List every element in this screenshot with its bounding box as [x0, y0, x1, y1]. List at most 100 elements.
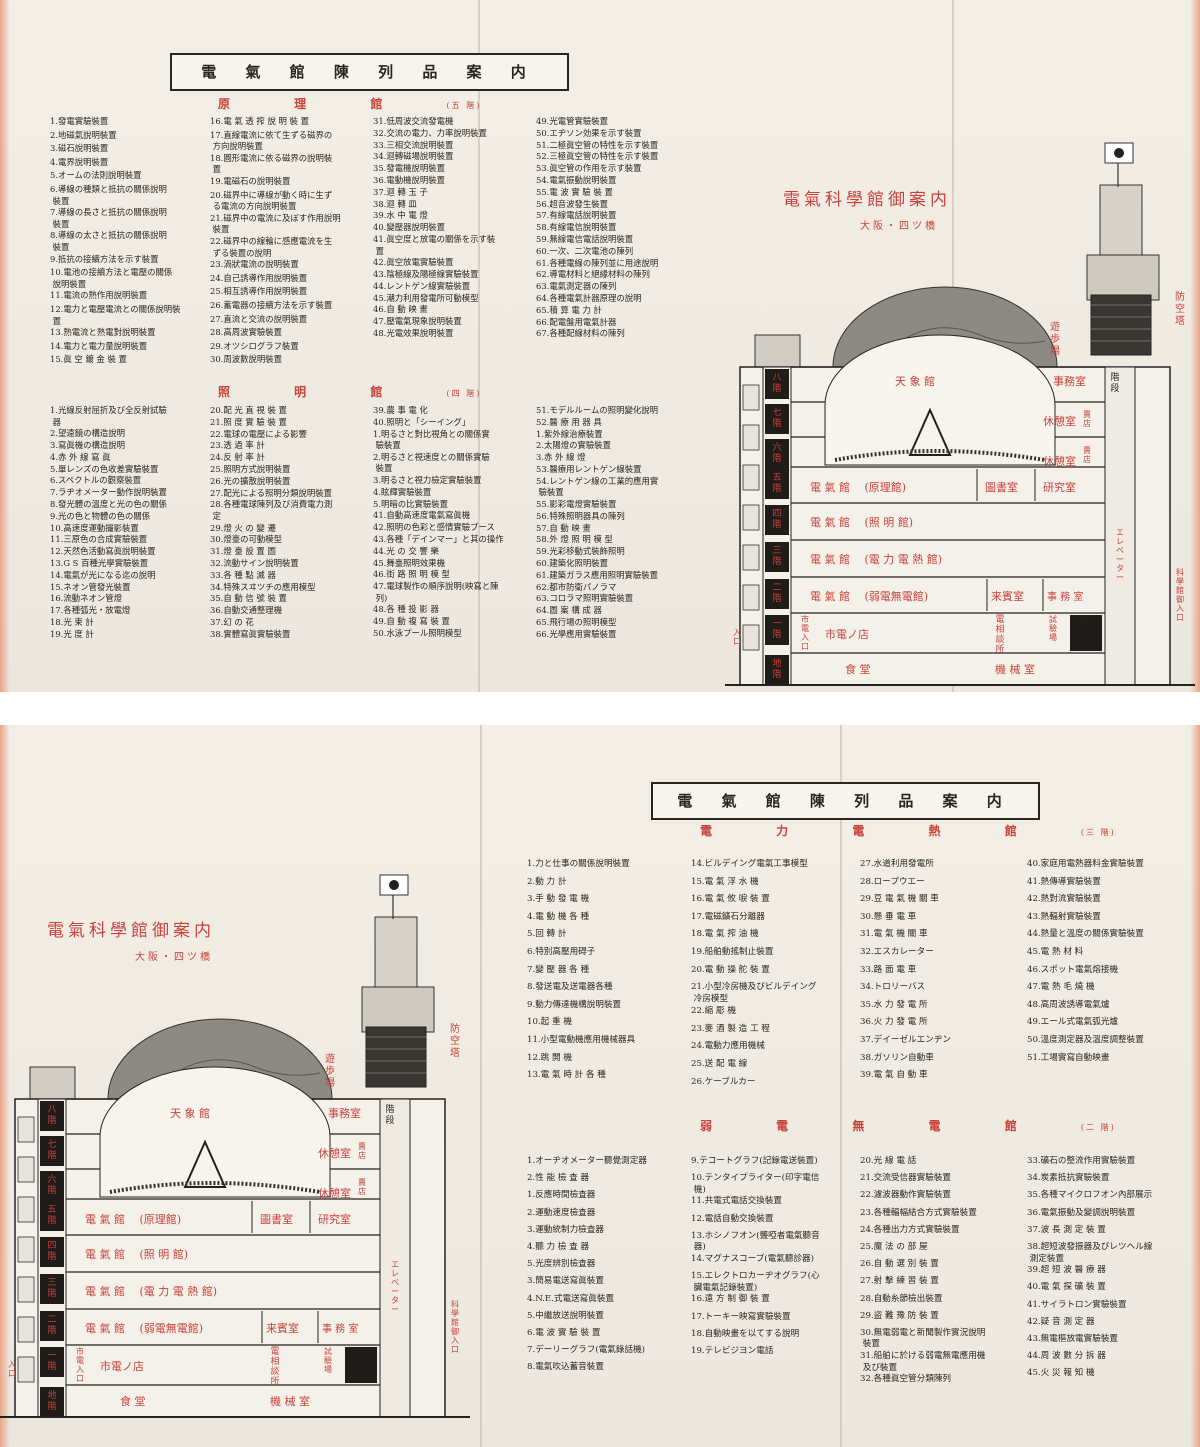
- exhibit-item: 20.磁界中に導線が動く時に生ず る電流の方向說明裝置: [210, 189, 333, 212]
- exhibit-item: 13.ホシノフオン(聾啞者電氣聽音 器): [691, 1230, 820, 1253]
- exhibit-item: 10.テンタイプライター(印字電信 機): [691, 1173, 820, 1195]
- exhibit-item: 6.スペクトルの觀察裝置: [50, 475, 142, 486]
- exhibit-item: 9.光の色と物體の色の關係: [50, 510, 151, 521]
- stairs-label: 階段: [1110, 372, 1119, 394]
- exhibit-item: 42.疑 音 測 定 器: [1027, 1316, 1095, 1327]
- fold-line: [478, 0, 480, 692]
- floor-label: 八階: [772, 373, 781, 394]
- exhibit-item: 11.共電式電話交換裝置: [691, 1196, 783, 1207]
- exhibit-item: 34.特殊スヰツチの應用模型: [210, 581, 316, 592]
- exhibit-item: 28.各種電球陳列及び消費電力測 定: [210, 499, 333, 521]
- section-heading-shomei: 照 明 館 (四 階): [218, 385, 482, 399]
- exhibit-item: 37.デイーゼルエンヂン: [860, 1034, 952, 1045]
- exhibit-item: 40.照明と「シーイング」: [373, 416, 471, 427]
- bottom-panel: 電 氣 館 陳 列 品 案 内 電 力 電 熱 館 (三 階) 1.力と仕事の關…: [0, 725, 1200, 1447]
- room-label: 天 象 館: [170, 1106, 210, 1120]
- exhibit-item: 62.導電材料と絕緣材料の陳列: [536, 269, 650, 280]
- exhibit-item: 48.各 種 投 影 器: [373, 604, 439, 615]
- floor-label: 地階: [772, 657, 781, 680]
- room-label: 事 務 室: [322, 1322, 358, 1335]
- exhibit-item: 8.電氣吹込蓄音裝置: [527, 1362, 604, 1373]
- exhibit-item: 57.有線電話說明裝置: [536, 210, 617, 221]
- exhibit-item: 11.三原色の合成實驗裝置: [50, 534, 148, 545]
- floor-label: 二階: [772, 583, 781, 604]
- exhibit-item: 20.配 光 直 視 裝 置: [210, 405, 287, 415]
- exhibit-item: 19.テレビジヨン電話: [691, 1345, 774, 1356]
- room-label: 事務室: [328, 1106, 361, 1120]
- exhibit-item: 9.テコートグラフ(記錄電送裝置): [691, 1156, 818, 1166]
- exhibit-item: 5.單レンズの色收差實驗裝置: [50, 463, 159, 474]
- exhibit-item: 44.光 の 交 響 樂: [373, 545, 439, 556]
- floor-label: 二階: [47, 1315, 56, 1336]
- tower-body: [365, 1026, 427, 1088]
- exhibit-item: 45.潮力利用發電所可動模型: [373, 292, 479, 303]
- floor-label: 四階: [772, 509, 781, 530]
- exhibit-item: 47.壓電氣現象說明裝置: [373, 316, 462, 327]
- room-label: 遊歩場: [1050, 320, 1060, 357]
- floor-label: 四階: [47, 1241, 56, 1262]
- floor-label: 六階: [47, 1173, 56, 1196]
- exhibit-item: 21.小型冷房機及びビルデイング 冷房模型: [691, 982, 817, 1005]
- floor-label-box: [40, 1274, 64, 1304]
- exhibit-item: 37.波 長 測 定 裝 置: [1027, 1224, 1106, 1235]
- exhibit-item: 43.各種「デインマー」と其の操作: [373, 533, 504, 544]
- exhibit-item: 55.影彩電燈實驗裝置: [536, 498, 617, 509]
- exhibit-item: 14.電氣が光になる迄の說明: [50, 569, 156, 580]
- exhibit-item: 52.三極眞空管の特性を示す裝置: [536, 151, 659, 162]
- exhibit-item: 25.送 配 電 線: [691, 1058, 748, 1069]
- paper-edge: [0, 0, 10, 692]
- exhibit-item: 40.家庭用電熱器料金實驗裝置: [1027, 859, 1144, 869]
- exhibit-item: 45.舞臺照明效果機: [373, 557, 445, 568]
- room-label: 食 堂: [120, 1394, 146, 1408]
- elevator-label: エレベーター: [391, 1260, 399, 1314]
- exhibit-item: 34.炭素抵抗實驗裝置: [1027, 1173, 1110, 1184]
- exhibit-item: 3.磁石說明裝置: [50, 143, 109, 154]
- exhibit-item: 30.無電弱電と新聞製作實況說明 裝置: [860, 1327, 986, 1350]
- exhibit-item: 32.交流の電力、力率說明裝置: [373, 127, 487, 138]
- exhibit-item: 26.光の擴散說明裝置: [210, 475, 291, 486]
- floor-label-box: [765, 369, 789, 399]
- exhibit-item: 28.高周波實驗裝置: [210, 327, 282, 338]
- dome-line: [894, 327, 1046, 346]
- window: [742, 424, 760, 451]
- exhibit-item: 61.各種電線の陳列並に用途說明: [536, 257, 659, 268]
- room-label: 賣店: [358, 1177, 366, 1196]
- room-label: 電相談所: [270, 1346, 279, 1387]
- exhibit-item: 31.船舶に於ける弱電無電應用機 及び裝置: [860, 1351, 986, 1373]
- floor-label-box: [765, 505, 789, 535]
- exhibit-item: 47.電球製作の順序說明(映寫と陳 列): [373, 581, 499, 603]
- exhibit-item: 9.動力傳達機構說明裝置: [527, 999, 622, 1010]
- floor-label: 五階: [772, 473, 781, 494]
- exhibit-item: 25.照明方式說明裝置: [210, 463, 291, 474]
- elevator-shaft: [379, 1098, 411, 1418]
- exhibit-item: 49.エール式電氣弧光爐: [1027, 1017, 1119, 1028]
- exhibit-item: 48.高周波誘導電氣爐: [1027, 999, 1110, 1010]
- exhibit-item: 29.豆 電 氣 機 關 車: [860, 894, 939, 905]
- exhibit-item: 15.電 氣 浮 水 機: [691, 876, 759, 887]
- flag-emblem: [1114, 148, 1124, 158]
- exhibit-item: 45.火 災 報 知 機: [1027, 1368, 1095, 1379]
- guide-subtitle: 大阪・四ツ橋: [860, 221, 938, 232]
- exhibit-item: 42.照明の色彩と感情實驗ブース: [373, 522, 495, 533]
- exhibit-item: 4.電界說明裝置: [50, 156, 109, 167]
- exhibit-item: 3.明るさと視力檢定實驗裝置: [373, 474, 482, 485]
- floor-label-box: [765, 615, 789, 645]
- exhibit-item: 1.オーヂオメーター聽覺測定器: [527, 1156, 647, 1166]
- exhibit-item: 2.運動速度檢査器: [527, 1207, 596, 1218]
- exhibit-item: 41.熱傳導實驗裝置: [1027, 876, 1101, 887]
- exhibit-item: 33.礦石の整流作用實驗裝置: [1027, 1156, 1136, 1166]
- exhibit-item: 20.電 動 操 舵 裝 置: [691, 964, 770, 975]
- exhibit-item: 16.電 氣 攸 唳 裝 置: [691, 894, 770, 905]
- exhibit-item: 4.N.E.式電送寫眞裝置: [527, 1293, 615, 1304]
- exhibit-item: 16.遠 方 制 御 裝 置: [691, 1294, 770, 1305]
- window: [742, 544, 760, 571]
- exhibit-item: 48.光電效果說明裝置: [373, 327, 454, 338]
- exhibit-column: 9.テコートグラフ(記錄電送裝置) 10.テンタイプライター(印字電信 機)11.…: [691, 1156, 856, 1363]
- elevator-shaft: [1104, 366, 1136, 686]
- planetarium: [99, 1066, 331, 1198]
- floor-label: 七階: [47, 1139, 56, 1161]
